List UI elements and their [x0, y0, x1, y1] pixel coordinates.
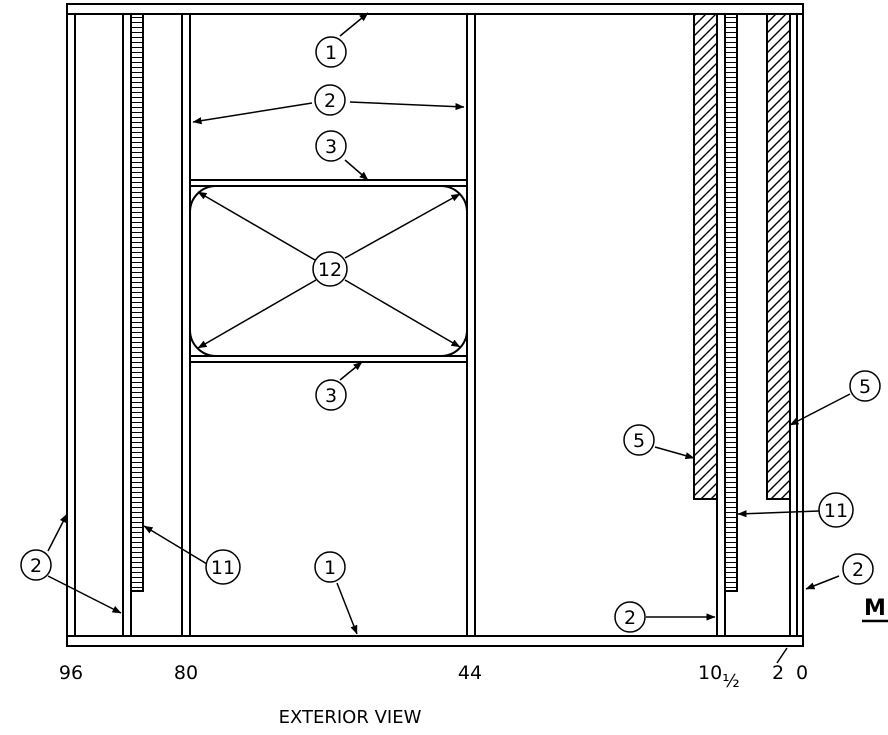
callout-number: 5 — [859, 376, 871, 398]
bottom-plate — [66, 635, 804, 647]
callout-3-lower: 3 — [315, 379, 347, 411]
hatched-member-right — [766, 13, 791, 500]
callout-number: 1 — [325, 42, 337, 64]
stud-2 — [789, 14, 798, 636]
dimension-10-whole: 10 — [698, 662, 722, 684]
dimension-half: ½ — [722, 671, 739, 692]
dimension-2: 2 — [772, 662, 784, 684]
stud-96 — [66, 14, 76, 636]
stud-10-half — [716, 14, 726, 636]
dimension-80: 80 — [174, 662, 198, 684]
dimension-0: 0 — [796, 662, 808, 684]
rounded-opening — [189, 185, 468, 357]
callout-12: 12 — [312, 251, 348, 287]
ladder-strip-right — [724, 13, 738, 592]
callout-1-top: 1 — [315, 36, 347, 68]
dimension-labels: 96 80 44 10½ 2 0 — [59, 662, 808, 692]
callout-number: 3 — [325, 385, 337, 407]
callout-number: 5 — [633, 430, 645, 452]
callout-number: 2 — [30, 555, 42, 577]
callout-2-upper: 2 — [314, 84, 346, 116]
hatched-member-left — [693, 13, 718, 500]
callout-1-bottom: 1 — [314, 551, 346, 583]
section-mark-letter: M — [864, 596, 886, 621]
stud-left-jamb — [122, 14, 132, 636]
callout-number: 2 — [624, 607, 636, 629]
callout-5-left: 5 — [623, 424, 655, 456]
stud-44 — [466, 14, 476, 636]
callout-number: 11 — [211, 557, 235, 579]
callout-2-left: 2 — [20, 549, 52, 581]
callout-number: 2 — [324, 90, 336, 112]
top-plate — [66, 3, 804, 15]
callout-number: 2 — [852, 559, 864, 581]
callout-3-upper: 3 — [315, 130, 347, 162]
callout-number: 1 — [324, 557, 336, 579]
callout-11-left: 11 — [205, 549, 241, 585]
callout-11-right: 11 — [818, 492, 854, 528]
callout-5-right: 5 — [849, 370, 881, 402]
callout-number: 11 — [824, 500, 848, 522]
dimension-96: 96 — [59, 662, 83, 684]
dimension-44: 44 — [458, 662, 482, 684]
ladder-strip-left — [130, 13, 144, 592]
leader-lines — [47, 12, 851, 664]
dimension-10-half: 10½ — [698, 662, 740, 692]
callout-number: 12 — [318, 259, 342, 281]
callout-2-right: 2 — [842, 553, 874, 585]
callout-number: 3 — [325, 136, 337, 158]
section-mark: M — [862, 596, 888, 623]
view-label: EXTERIOR VIEW — [279, 707, 422, 728]
stud-80 — [181, 14, 191, 636]
callout-2-lower: 2 — [614, 601, 646, 633]
